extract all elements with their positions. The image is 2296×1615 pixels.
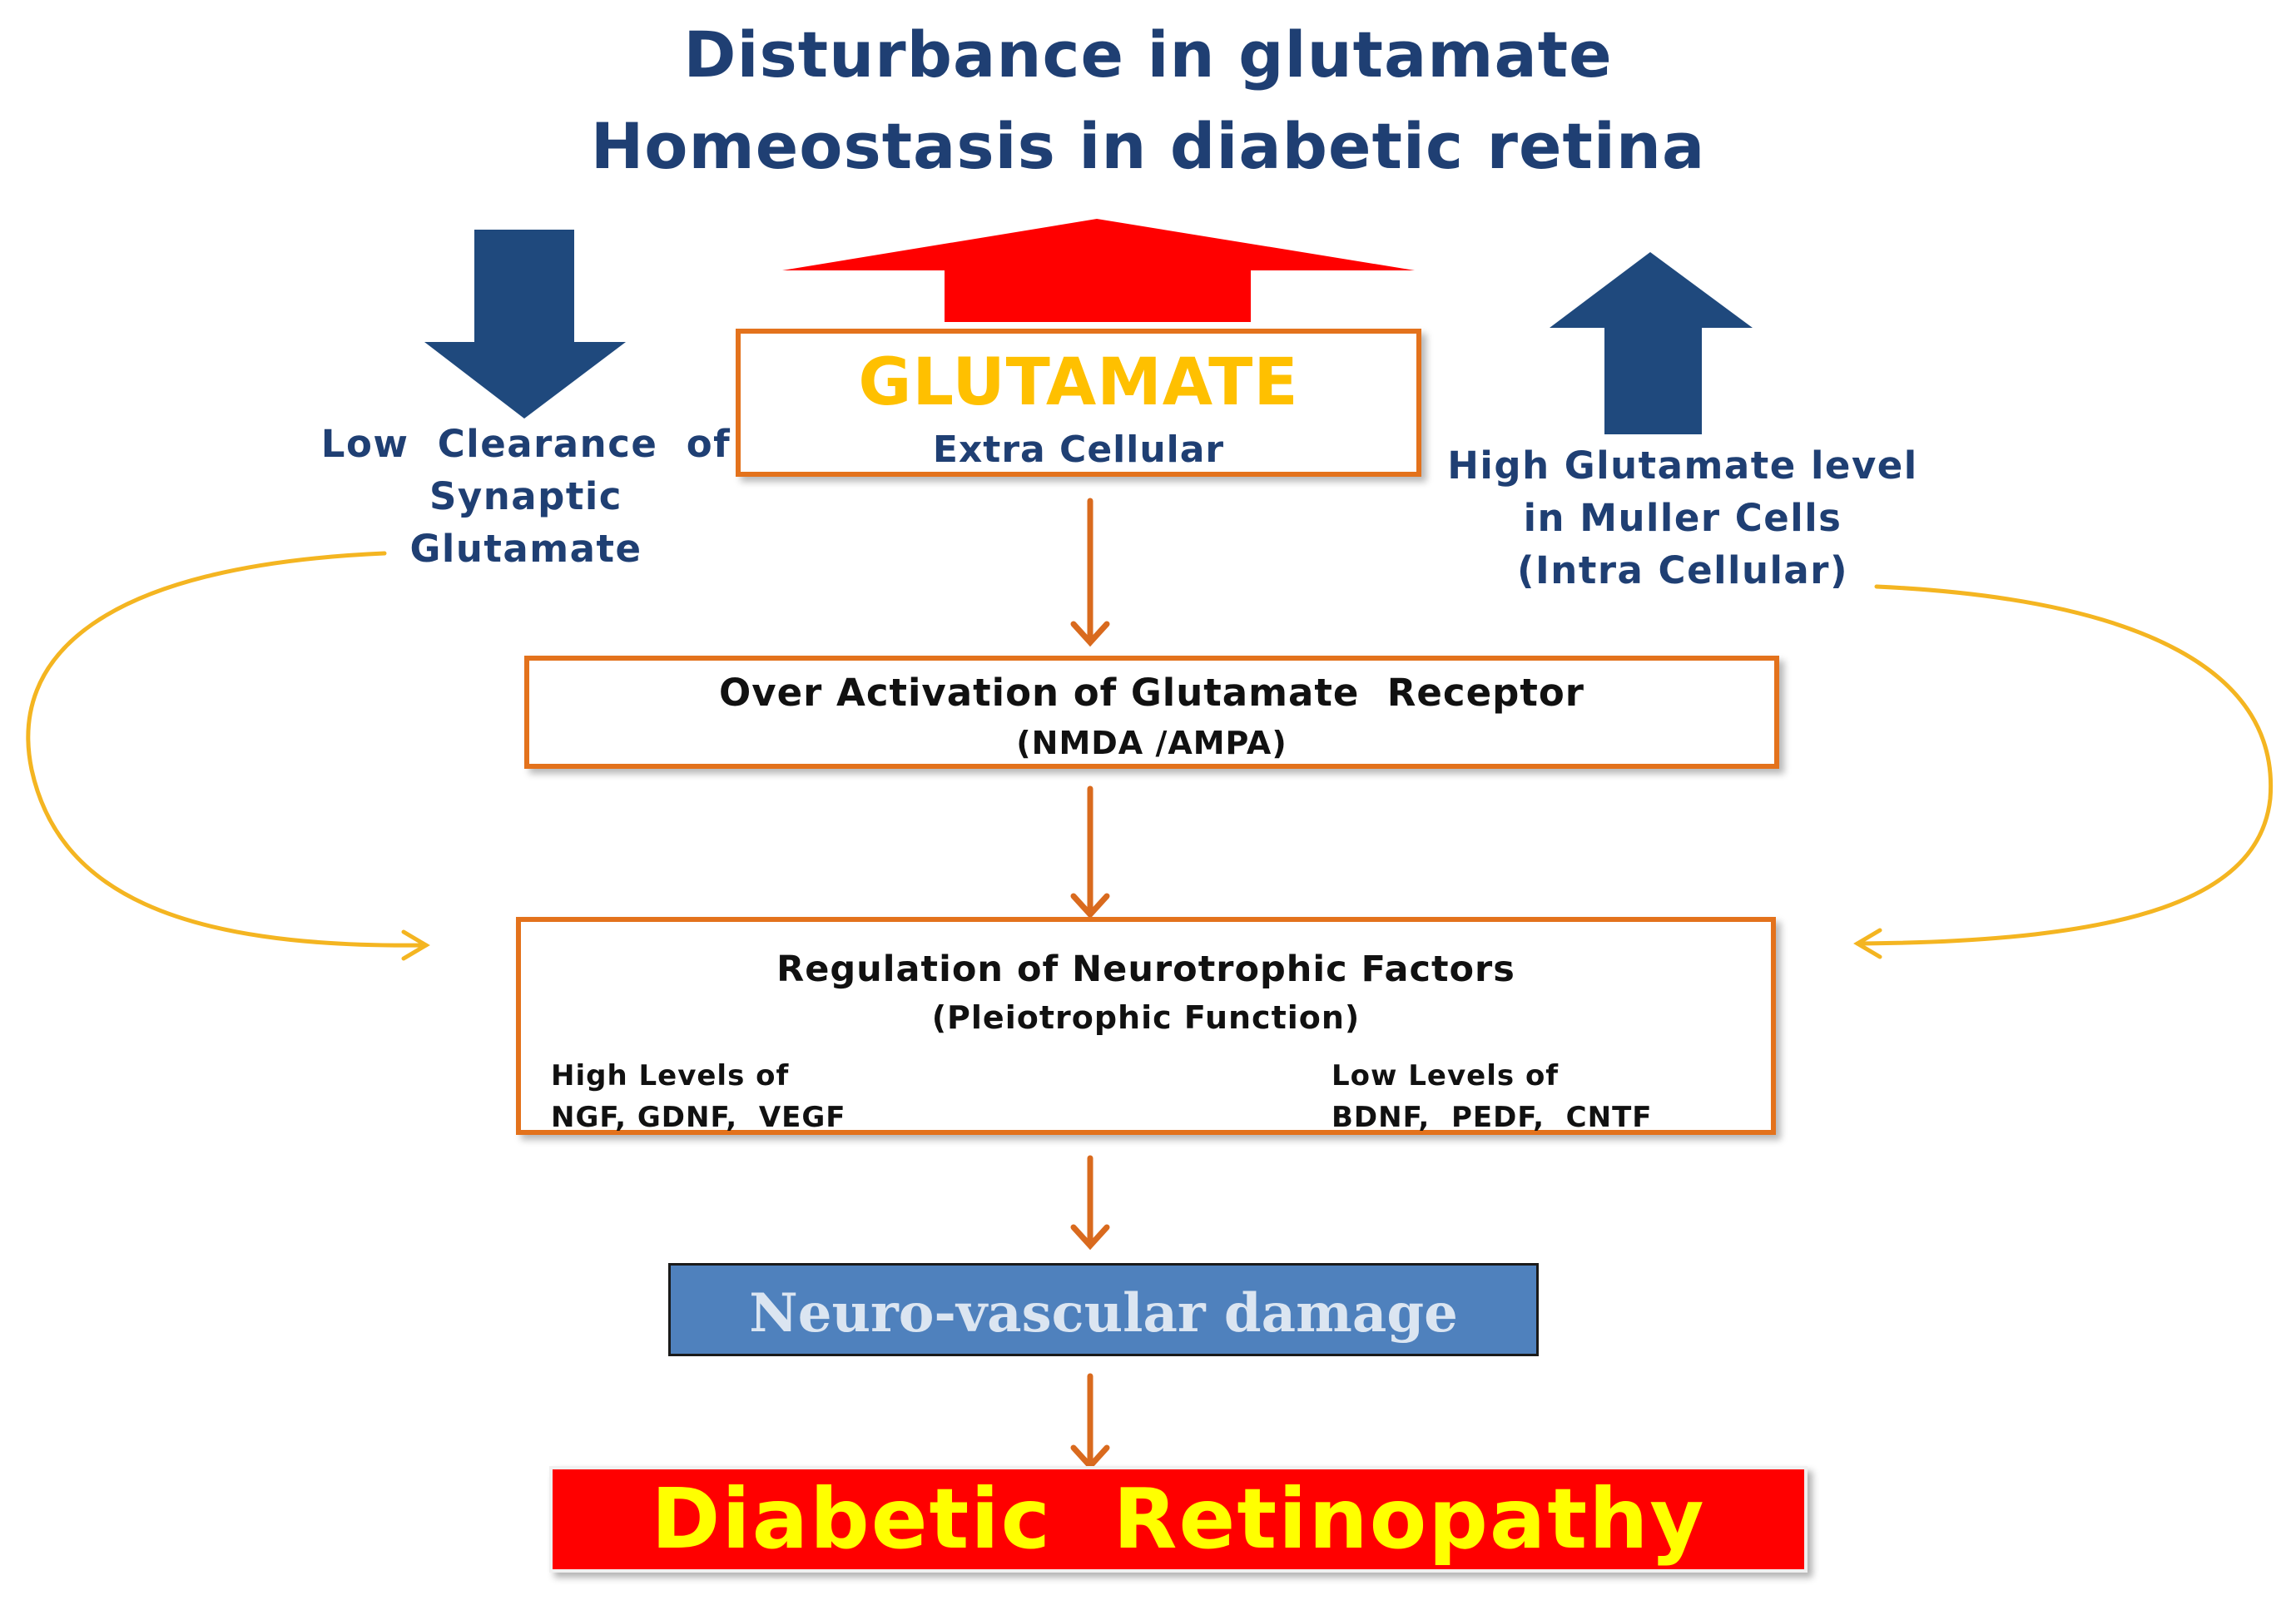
high-glutamate-line-1: High Glutamate level xyxy=(1447,443,1918,488)
diabetic-retinopathy-box: Diabetic Retinopathy xyxy=(549,1466,1808,1573)
flow-arrow-2 xyxy=(1070,785,1110,919)
left-feedback-curve xyxy=(26,551,430,961)
neurovascular-damage-box: Neuro-vascular damage xyxy=(668,1263,1539,1356)
glutamate-sublabel: Extra Cellular xyxy=(932,429,1225,471)
neurotrophic-box: Regulation of Neurotrophic Factors (Plei… xyxy=(516,917,1776,1135)
neurotrophic-sublabel: (Pleiotrophic Function) xyxy=(931,999,1361,1036)
flow-arrow-4 xyxy=(1070,1373,1110,1471)
high-glutamate-line-3: (Intra Cellular) xyxy=(1516,548,1849,592)
neurotrophic-label: Regulation of Neurotrophic Factors xyxy=(776,949,1515,990)
flow-arrow-3 xyxy=(1070,1155,1110,1251)
flow-arrow-1 xyxy=(1070,498,1110,647)
diabetic-retinopathy-label: Diabetic Retinopathy xyxy=(651,1470,1706,1568)
navy-increase-arrow xyxy=(1550,252,1753,434)
high-levels-factors: NGF, GDNF, VEGF xyxy=(551,1101,846,1134)
low-clearance-line-2: Synaptic xyxy=(429,474,622,518)
glutamate-box: GLUTAMATE Extra Cellular xyxy=(736,329,1421,477)
glutamate-label: GLUTAMATE xyxy=(858,345,1299,420)
diagram-title-line-2: Homeostasis in diabetic retina xyxy=(590,109,1706,183)
high-levels-block: High Levels of NGF, GDNF, VEGF xyxy=(551,1055,846,1138)
low-clearance-line-1: Low Clearance of xyxy=(320,422,731,466)
low-levels-block: Low Levels of BDNF, PEDF, CNTF xyxy=(1331,1055,1653,1138)
low-clearance-note: Low Clearance of Synaptic Glutamate xyxy=(310,418,742,575)
receptor-box: Over Activation of Glutamate Receptor (N… xyxy=(524,656,1779,769)
receptor-label: Over Activation of Glutamate Receptor xyxy=(719,671,1584,715)
low-levels-factors: BDNF, PEDF, CNTF xyxy=(1331,1101,1653,1134)
receptor-sublabel: (NMDA /AMPA) xyxy=(1016,725,1287,761)
red-increase-arrow xyxy=(782,219,1415,322)
high-levels-label: High Levels of xyxy=(551,1059,790,1092)
high-glutamate-line-2: in Muller Cells xyxy=(1523,496,1842,540)
low-levels-label: Low Levels of xyxy=(1331,1059,1560,1092)
low-clearance-line-3: Glutamate xyxy=(409,527,642,571)
right-feedback-curve xyxy=(1853,584,2274,959)
diagram-title-line-1: Disturbance in glutamate xyxy=(683,17,1613,92)
navy-decrease-arrow xyxy=(424,230,626,419)
neurovascular-damage-label: Neuro-vascular damage xyxy=(749,1282,1458,1345)
high-glutamate-note: High Glutamate level in Muller Cells (In… xyxy=(1433,439,1932,597)
